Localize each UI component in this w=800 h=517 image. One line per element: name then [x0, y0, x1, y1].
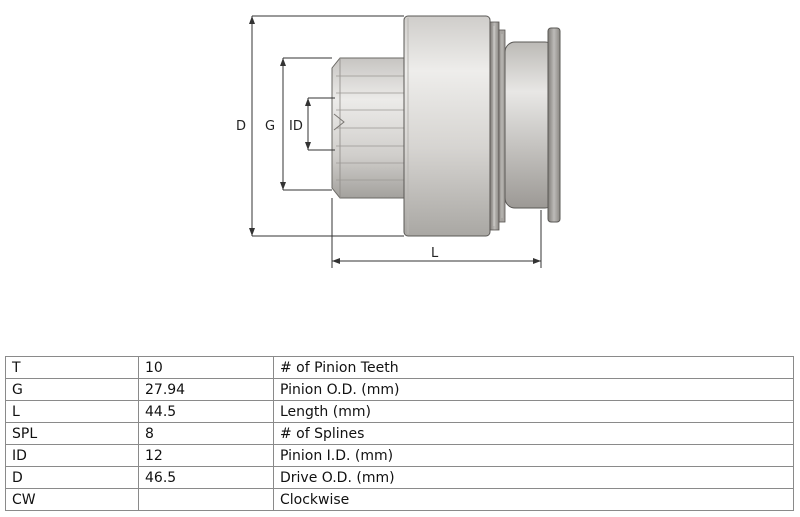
- table-row: CW Clockwise: [5, 488, 794, 511]
- dim-label-id: ID: [289, 119, 303, 134]
- spec-value: 10: [138, 356, 274, 379]
- spec-value: 12: [138, 444, 274, 467]
- spec-code: D: [5, 466, 139, 489]
- spec-description: Drive O.D. (mm): [273, 466, 794, 489]
- starter-drive-diagram: D G ID L: [236, 15, 561, 268]
- spec-code: SPL: [5, 422, 139, 445]
- spec-description: Length (mm): [273, 400, 794, 423]
- table-row: T 10 # of Pinion Teeth: [5, 356, 794, 379]
- spec-value: 27.94: [138, 378, 274, 401]
- dimension-arrowheads: [249, 16, 541, 264]
- table-row: SPL 8 # of Splines: [5, 422, 794, 445]
- clutch-housing: [403, 15, 491, 237]
- spec-description: Pinion I.D. (mm): [273, 444, 794, 467]
- dim-label-d: D: [236, 119, 246, 134]
- spec-code: ID: [5, 444, 139, 467]
- spec-value: 46.5: [138, 466, 274, 489]
- spec-description: # of Splines: [273, 422, 794, 445]
- spec-code: T: [5, 356, 139, 379]
- dim-label-g: G: [265, 119, 275, 134]
- table-row: G 27.94 Pinion O.D. (mm): [5, 378, 794, 401]
- spec-table: T 10 # of Pinion Teeth G 27.94 Pinion O.…: [5, 356, 794, 511]
- spec-code: L: [5, 400, 139, 423]
- table-row: ID 12 Pinion I.D. (mm): [5, 444, 794, 467]
- spec-code: CW: [5, 488, 139, 511]
- spec-value: [138, 488, 274, 511]
- spec-description: Pinion O.D. (mm): [273, 378, 794, 401]
- spec-code: G: [5, 378, 139, 401]
- pinion-gear: [331, 57, 405, 199]
- spec-value: 44.5: [138, 400, 274, 423]
- drive-sleeve: [504, 27, 561, 223]
- dim-label-l: L: [431, 246, 439, 261]
- spec-description: # of Pinion Teeth: [273, 356, 794, 379]
- table-row: L 44.5 Length (mm): [5, 400, 794, 423]
- spec-description: Clockwise: [273, 488, 794, 511]
- spec-value: 8: [138, 422, 274, 445]
- dimension-lines: [251, 15, 542, 268]
- table-row: D 46.5 Drive O.D. (mm): [5, 466, 794, 489]
- spring-rings: [489, 21, 506, 231]
